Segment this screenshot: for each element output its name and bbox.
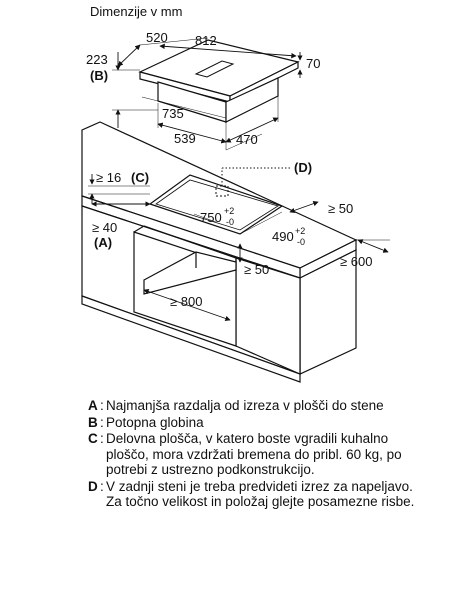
dim-hob-width: 812 — [195, 33, 217, 48]
label-a: (A) — [94, 235, 112, 250]
hob-dimension-lines — [112, 37, 303, 151]
dim-cutout-b: 539 — [174, 131, 196, 146]
dim-cut-490: 490 — [272, 229, 294, 244]
legend-text: Najmanjša razdalja od izreza v plošči do… — [106, 398, 384, 413]
cabinet-dimension-lines — [88, 174, 390, 321]
dim-min-600: ≥ 600 — [340, 254, 372, 269]
dim-490-tol-minus: -0 — [297, 237, 305, 247]
dim-hob-height: 70 — [306, 56, 320, 71]
dim-min-800: ≥ 800 — [170, 294, 202, 309]
legend-key: C — [88, 431, 98, 446]
legend-item-c: C: Delovna plošča, v katero boste vgradi… — [88, 431, 428, 478]
dim-min-50-bottom: ≥ 50 — [244, 262, 269, 277]
dim-hob-depth: 520 — [146, 30, 168, 45]
label-b: (B) — [90, 68, 108, 83]
dim-750-tol-plus: +2 — [224, 206, 234, 216]
legend-item-b: B: Potopna globina — [88, 415, 428, 431]
dim-cutout-c: 470 — [236, 132, 258, 147]
dim-min-50-right: ≥ 50 — [328, 201, 353, 216]
dim-cutout-a: 735 — [162, 106, 184, 121]
legend-key: B — [88, 414, 98, 430]
legend: A: Najmanjša razdalja od izreza v plošči… — [88, 398, 428, 511]
installation-diagram: Dimenzije v mm — [81, 4, 390, 383]
dim-490-tol-plus: +2 — [295, 226, 305, 236]
dim-490-group: 490 +2 -0 — [272, 226, 305, 247]
legend-key: D — [88, 478, 98, 494]
legend-key: A — [88, 398, 98, 413]
label-c: (C) — [131, 170, 149, 185]
cutout-drawing — [148, 174, 284, 235]
diagram-title: Dimenzije v mm — [90, 4, 182, 19]
dim-750-tol-minus: -0 — [226, 217, 234, 227]
dim-cut-750: 750 — [200, 210, 222, 225]
dim-total-depth: 223 — [86, 52, 108, 67]
rear-wall-cutout-marker — [215, 167, 292, 197]
legend-text: Potopna globina — [106, 414, 204, 430]
dim-min-40: ≥ 40 — [92, 220, 117, 235]
dim-750-group: 750 +2 -0 — [200, 206, 234, 227]
legend-text: Delovna plošča, v katero boste vgradili … — [106, 431, 402, 477]
legend-item-d: D: V zadnji steni je treba predvideti iz… — [88, 479, 428, 510]
label-d: (D) — [294, 160, 312, 175]
dim-min-16: ≥ 16 — [96, 170, 121, 185]
legend-item-a: A: Najmanjša razdalja od izreza v plošči… — [88, 398, 428, 414]
legend-text: V zadnji steni je treba predvideti izrez… — [106, 478, 415, 510]
